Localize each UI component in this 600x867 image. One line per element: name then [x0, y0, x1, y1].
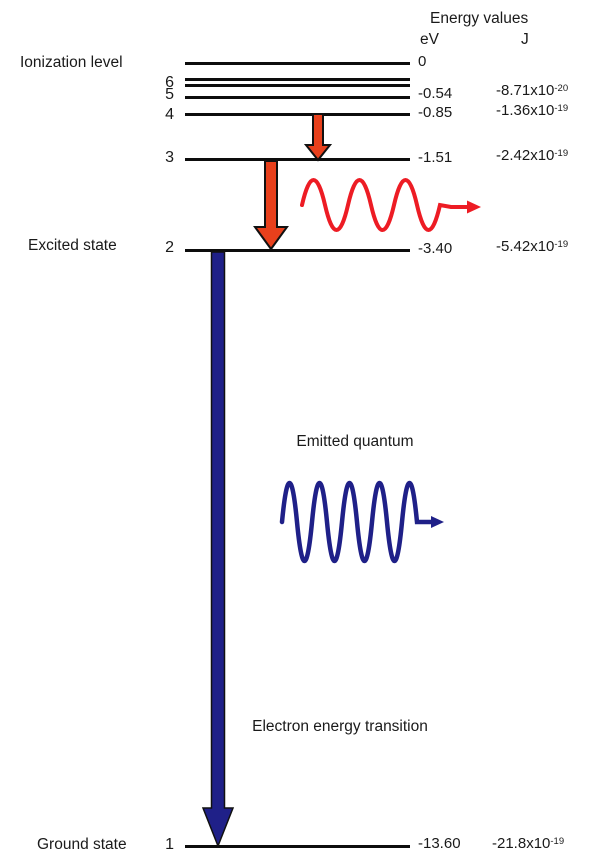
joule-column-header: J: [521, 31, 529, 48]
red-transition-arrow-3-2-icon: [253, 160, 289, 251]
joule-value-n4: -1.36x10-19: [496, 102, 569, 119]
level-line-n7: [185, 78, 410, 81]
level-number-2: 2: [165, 239, 174, 256]
blue-transition-arrow-2-1-icon: [201, 251, 235, 849]
level-number-6: 6: [165, 74, 174, 91]
ev-value-n4: -0.85: [418, 104, 453, 121]
ionization-level-label: Ionization level: [20, 54, 123, 71]
ev-column-header: eV: [420, 31, 439, 48]
ev-value-n5: -0.54: [418, 85, 453, 102]
excited-state-label: Excited state: [28, 237, 117, 254]
ev-value-n3: -1.51: [418, 149, 453, 166]
level-number-4: 4: [165, 106, 174, 123]
joule-value-n5: -8.71x10-20: [496, 82, 569, 99]
level-number-5: 5: [165, 86, 174, 103]
joule-value-n2: -5.42x10-19: [496, 238, 569, 255]
emitted-quantum-label: Emitted quantum: [296, 433, 414, 450]
level-number-3: 3: [165, 149, 174, 166]
level-line-ionization: [185, 62, 410, 65]
level-line-n2: [185, 249, 410, 252]
blue-photon-wave-icon: [279, 481, 444, 563]
diagram-title: Energy values: [430, 10, 529, 27]
ground-state-label: Ground state: [37, 836, 127, 853]
joule-value-n3: -2.42x10-19: [496, 147, 569, 164]
level-line-n5: [185, 96, 410, 99]
level-line-n1: [185, 845, 410, 848]
ev-value-n1: -13.60: [418, 835, 461, 852]
level-line-n4: [185, 113, 410, 116]
ev-value-ionization: 0: [418, 53, 427, 70]
level-line-n6: [185, 84, 410, 87]
electron-energy-transition-label: Electron energy transition: [252, 718, 428, 735]
level-line-n3: [185, 158, 410, 161]
ev-value-n2: -3.40: [418, 240, 453, 257]
level-number-1: 1: [165, 836, 174, 853]
red-photon-wave-icon: [300, 178, 481, 232]
joule-value-n1: -21.8x10-19: [492, 835, 565, 852]
red-transition-arrow-4-3-icon: [303, 113, 333, 162]
